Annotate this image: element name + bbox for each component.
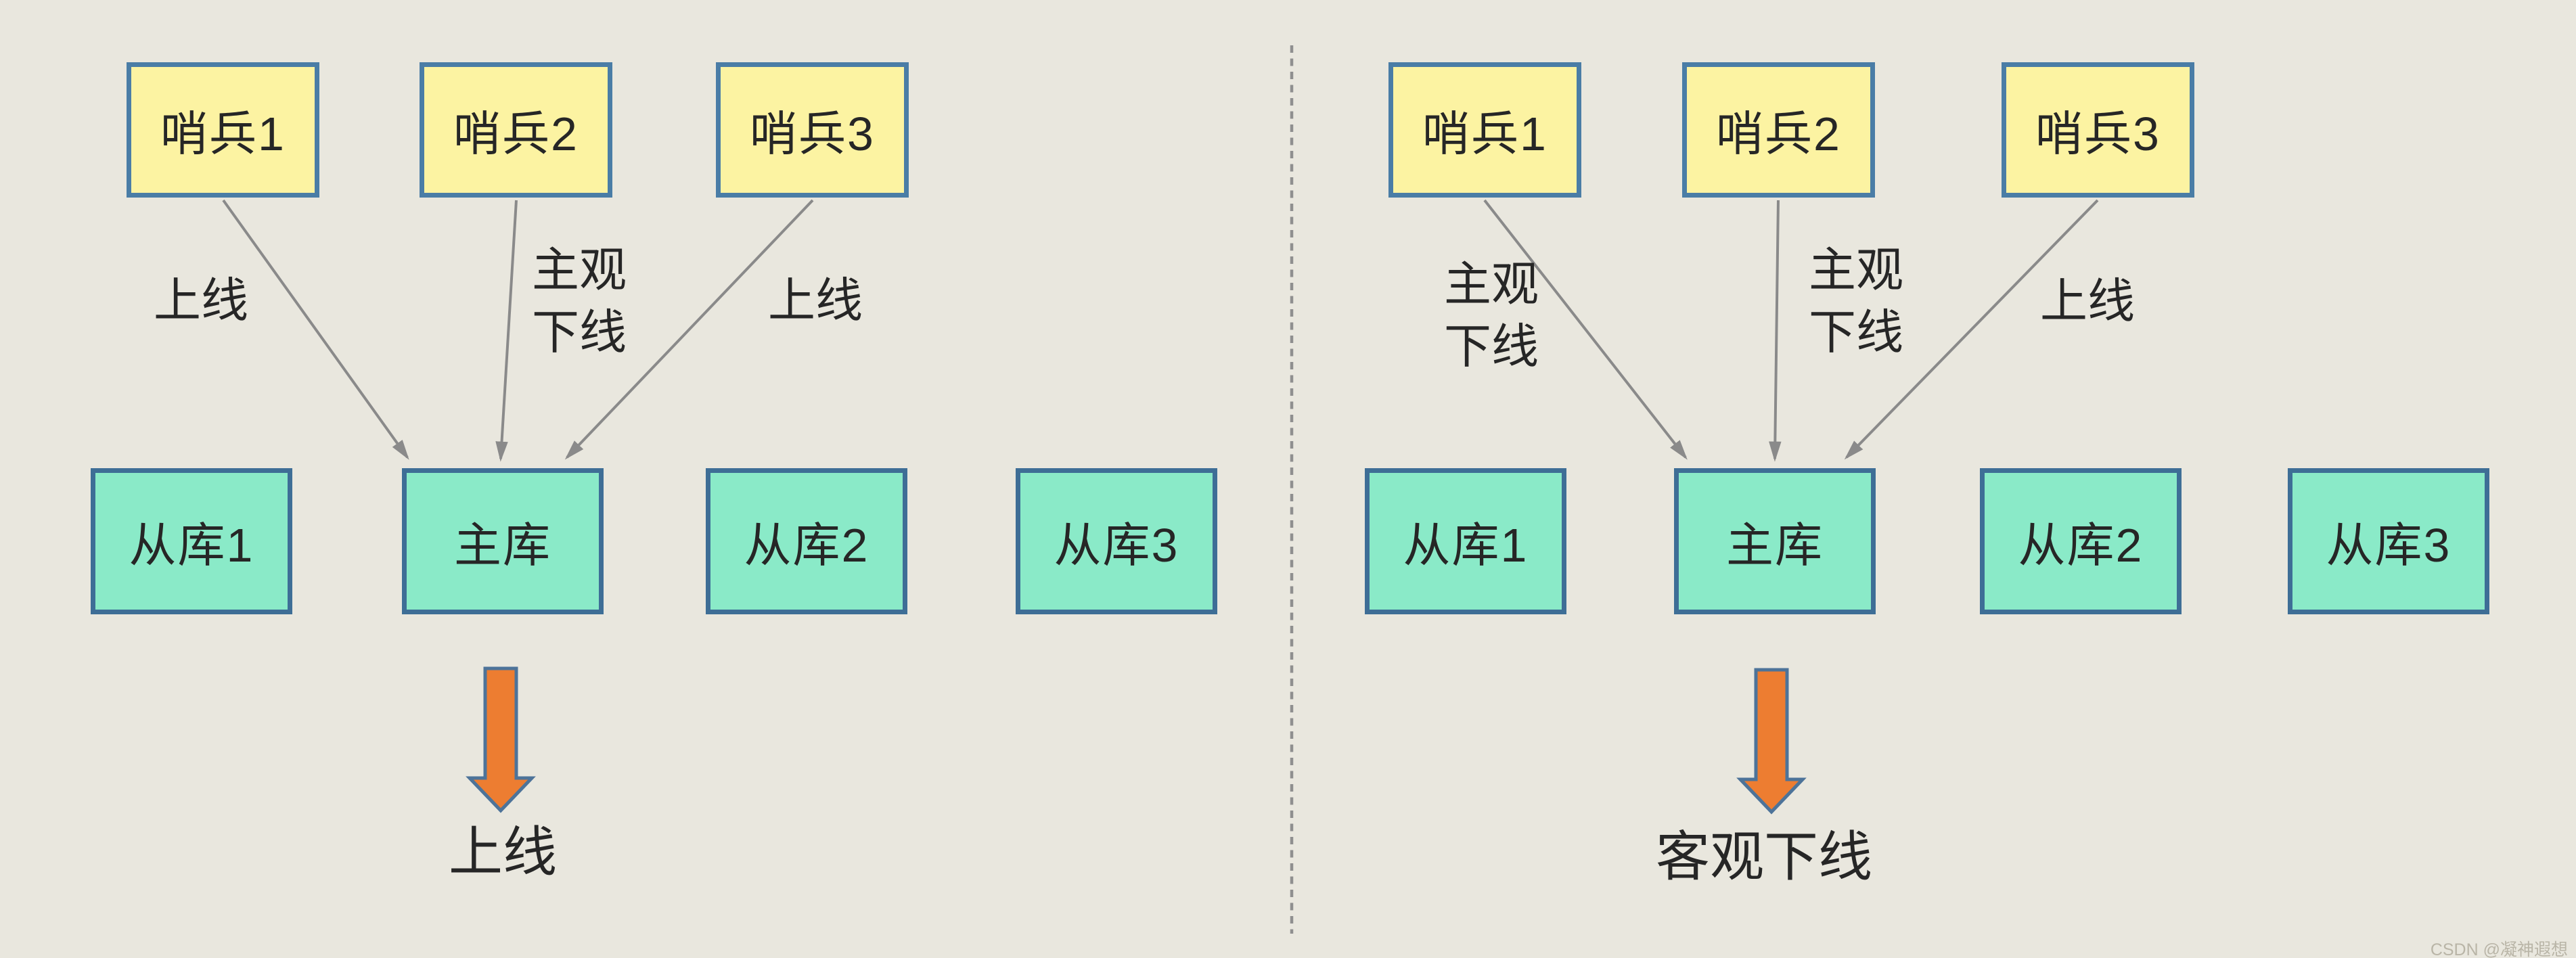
right-sentinel-3-label: 哨兵3 — [2035, 107, 2161, 160]
right-result-label: 客观下线 — [1656, 827, 1872, 887]
right-edge-label-3: 上线 — [2040, 275, 2135, 327]
left-db-master-label: 主库 — [454, 518, 551, 572]
right-db-replica1-label: 从库1 — [1403, 518, 1529, 572]
right-sentinel-1-label: 哨兵1 — [1422, 107, 1547, 160]
right-edge-label-1: 主观 下线 — [1444, 258, 1539, 373]
left-db-replica1-box: 从库1 — [91, 468, 292, 614]
left-sentinel-1-box: 哨兵1 — [127, 62, 319, 198]
right-db-replica3-box: 从库3 — [2288, 468, 2489, 614]
edge-line-right-sentinel3-to-master — [1844, 199, 2099, 460]
right-sentinel-2-box: 哨兵2 — [1682, 62, 1875, 198]
left-edge-label-1: 上线 — [154, 274, 248, 327]
left-sentinel-2-box: 哨兵2 — [420, 62, 612, 198]
right-db-master-box: 主库 — [1674, 468, 1876, 614]
right-edge-label-2: 主观 下线 — [1809, 244, 1903, 359]
right-db-master-label: 主库 — [1726, 518, 1824, 572]
edge-line-left-sentinel3-to-master — [564, 199, 814, 460]
left-edge-label-3: 上线 — [768, 274, 863, 327]
left-sentinel-3-box: 哨兵3 — [716, 62, 909, 198]
left-db-replica3-label: 从库3 — [1054, 518, 1179, 572]
down-block-arrow-left — [466, 666, 536, 813]
right-sentinel-3-box: 哨兵3 — [2002, 62, 2194, 198]
left-db-replica3-box: 从库3 — [1016, 468, 1217, 614]
right-sentinel-2-label: 哨兵2 — [1716, 107, 1841, 160]
right-db-replica2-box: 从库2 — [1980, 468, 2182, 614]
left-db-replica2-box: 从库2 — [706, 468, 907, 614]
left-sentinel-1-label: 哨兵1 — [160, 107, 286, 160]
right-db-replica3-label: 从库3 — [2326, 518, 2451, 572]
left-sentinel-3-label: 哨兵3 — [750, 107, 875, 160]
left-db-master-box: 主库 — [402, 468, 604, 614]
left-result-label: 上线 — [449, 822, 557, 882]
left-sentinel-2-label: 哨兵2 — [453, 107, 579, 160]
edge-line-right-sentinel2-to-master — [1769, 200, 1782, 462]
down-block-arrow-right — [1736, 668, 1807, 815]
right-db-replica1-box: 从库1 — [1365, 468, 1566, 614]
edge-line-left-sentinel1-to-master — [222, 199, 409, 460]
edge-line-right-sentinel1-to-master — [1483, 199, 1688, 460]
left-db-replica1-label: 从库1 — [129, 518, 254, 572]
edge-line-left-sentinel2-to-master — [495, 200, 518, 462]
left-edge-label-2: 主观 下线 — [532, 244, 627, 359]
right-db-replica2-label: 从库2 — [2018, 518, 2144, 572]
csdn-watermark: CSDN @凝神遐想 — [2430, 940, 2568, 958]
left-db-replica2-label: 从库2 — [744, 518, 869, 572]
right-sentinel-1-box: 哨兵1 — [1388, 62, 1581, 198]
